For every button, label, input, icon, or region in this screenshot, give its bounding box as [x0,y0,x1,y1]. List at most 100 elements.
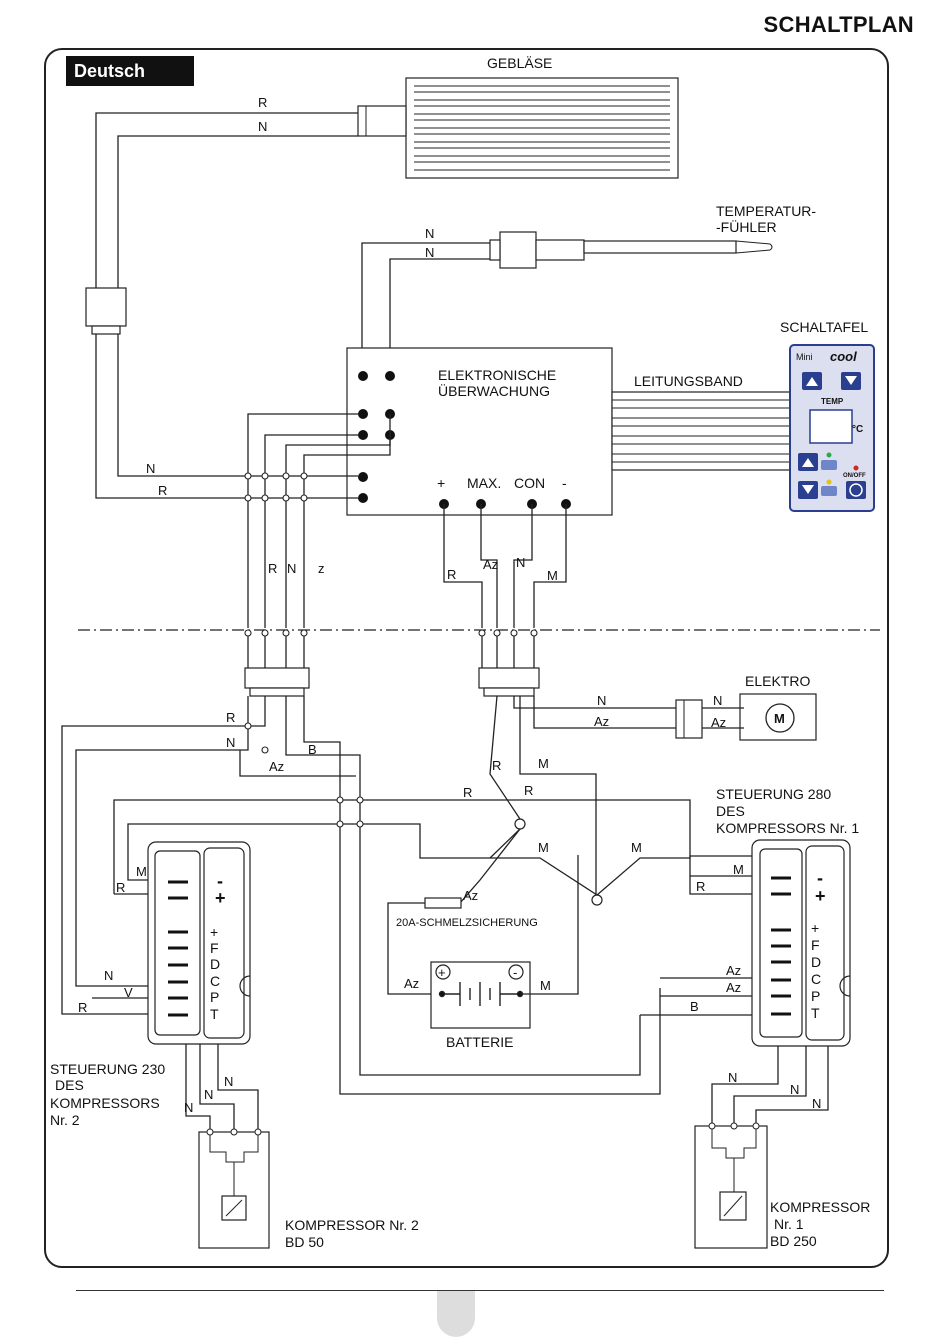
compressor1-label: KOMPRESSOR [770,1199,870,1215]
ctrl1-label: DES [716,803,745,819]
wire-label: M [538,840,549,855]
elektro-label: ELEKTRO [745,673,810,689]
wire-label: Az [726,963,741,978]
compressor-2 [198,1128,270,1249]
ctrl-plus-sign: + [815,886,826,906]
wire-label: N [425,245,434,260]
wire-label: Az [726,980,741,995]
controller-230 [147,841,251,1045]
wire-label: B [690,999,699,1014]
wire-label: Az [269,759,284,774]
terminal-con: CON [514,475,545,491]
wire-label: M [538,756,549,771]
wire-label: N [146,461,155,476]
motor-icon [765,703,795,733]
wire-label: R [524,783,533,798]
panel-unit: °C [852,424,863,435]
battery-plus: + [438,965,446,980]
wire-label: N [204,1087,213,1102]
wire-label: V [124,985,133,1000]
wire-label: N [597,693,606,708]
wire-label: M [547,568,558,583]
bus-crossings [244,722,364,828]
wire-label: R [268,561,277,576]
wire-label: M [136,864,147,879]
panel-onoff-label: ON/OFF [843,473,866,479]
panel-title: SCHALTAFEL [780,319,868,335]
cable-label: LEITUNGSBAND [634,373,743,389]
ctrl2-label: STEUERUNG 230 [50,1061,165,1077]
junction-m [591,894,603,906]
connector-left [244,667,310,689]
ctrl-pin: + [811,920,819,936]
ctrl-pin: D [210,956,220,972]
ctrl-minus-sign: - [217,871,223,891]
ctrl-plus-sign: + [215,888,226,908]
wire-label: N [812,1096,821,1111]
panel-display [809,409,853,444]
panel-brand-small: Mini [796,352,813,362]
ctrl-pin: T [210,1006,219,1022]
ribbon-cable [611,391,795,471]
status-led-icon [853,465,859,471]
wire-label: N [790,1082,799,1097]
wire-label: R [258,95,267,110]
compressor-icon [821,460,837,470]
wire-label: R [492,758,501,773]
wire-label: N [184,1100,193,1115]
panel-brand: cool [830,349,857,364]
ctrl2-label: Nr. 2 [50,1112,80,1128]
ctrl-pin: P [811,988,820,1004]
ctrl-pin: + [210,924,218,940]
electronics-label: ELEKTRONISCHE [438,367,556,383]
ctrl1-label: KOMPRESSORS Nr. 1 [716,820,859,836]
wire-label: N [713,693,722,708]
wire-label: N [287,561,296,576]
ctrl-minus-sign: - [817,868,823,888]
battery-minus-icon [508,964,524,980]
wire-label: N [516,555,525,570]
fuse [424,897,462,909]
wire-label: R [447,567,456,582]
terminal-minus: - [562,475,567,491]
wire-label: Az [594,714,609,729]
wire-label: N [258,119,267,134]
ctrl-pin: C [210,973,220,989]
compressor2-label: BD 50 [285,1234,324,1250]
sensor-label: -FÜHLER [716,218,777,235]
wire-label: Az [463,888,478,903]
control-panel: Mini cool TEMP °C ON/OFF [789,344,875,512]
ctrl2-label: KOMPRESSORS [50,1095,160,1111]
ctrl1-label: STEUERUNG 280 [716,786,831,802]
wire-label: N [728,1070,737,1085]
wire-label: N [224,1074,233,1089]
junction-r [514,818,526,830]
wire-label: R [463,785,472,800]
ctrl-pin: C [811,971,821,987]
battery-label: BATTERIE [446,1034,513,1050]
terminal-plus: + [437,475,445,491]
compressor1-label: Nr. 1 [774,1216,804,1232]
wire-label: N [226,735,235,750]
page-title: SCHALTPLAN [763,12,914,37]
electronics-label: ÜBERWACHUNG [438,382,550,399]
temperature-sensor [489,231,773,269]
fan-label: GEBLÄSE [487,55,552,71]
wire-label: Az [711,715,726,730]
panel-temp-label: TEMP [821,397,844,406]
terminal-max: MAX. [467,475,501,491]
wire-label: Az [483,557,498,572]
battery-minus: - [513,965,517,980]
fuse-label: 20A-SCHMELZSICHERUNG [396,917,538,929]
wire-label: z [318,561,325,576]
language-badge: Deutsch [66,56,194,86]
wire-label: M [631,840,642,855]
motor-connector [675,699,703,739]
battery-plus-icon [435,964,451,980]
fan-connector [85,287,127,327]
status-led-icon [826,479,832,485]
controller-280 [751,839,851,1047]
motor-label: M [774,711,785,726]
diagram-frame [44,48,889,1268]
